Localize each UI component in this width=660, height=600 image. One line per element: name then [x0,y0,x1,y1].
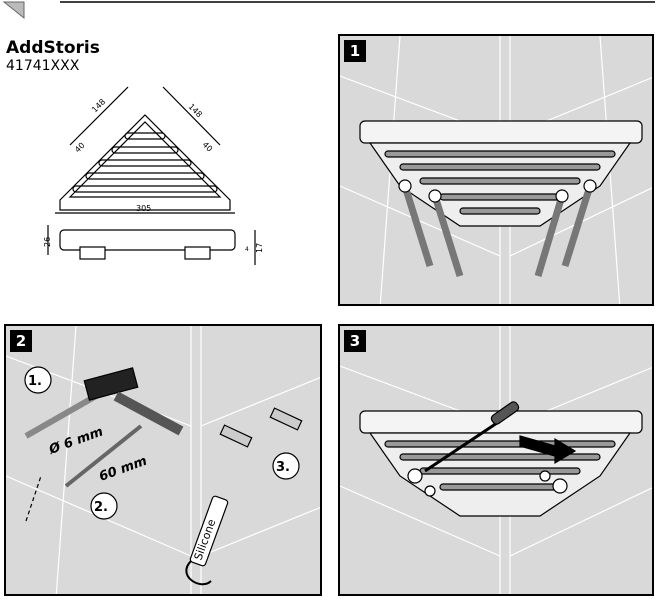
step-number: 2 [10,330,32,352]
step-1-illustration [340,36,652,304]
dim-foot: 17 [255,243,264,253]
technical-drawing: 148 148 40 40 305 26 17 4 [43,86,264,265]
product-name: AddStoris [6,38,100,58]
drill-diameter: Ø 6 mm [46,424,105,458]
dim-depth-a: 40 [73,141,87,155]
step-2-panel: 1. 2. 3. Ø 6 mm 60 mm Silicone 2 [4,324,322,596]
dim-side-a: 148 [90,97,107,114]
substep-2-label: 2. [94,500,108,515]
drill-depth: 60 mm [97,454,149,485]
step-1-panel: 1 [338,34,654,306]
substep-1-label: 1. [28,374,42,389]
header-rule [2,1,655,20]
step-2-illustration: 1. 2. 3. Ø 6 mm 60 mm Silicone [6,326,320,594]
substep-3-label: 3. [276,460,290,475]
dim-side-b: 148 [187,102,204,119]
dim-depth-b: 40 [201,140,215,154]
step-number: 1 [344,40,366,62]
step-3-panel: 3 [338,324,654,596]
step-3-illustration [340,326,652,594]
dim-height: 26 [43,237,52,247]
dim-foot-gap: 4 [245,246,249,253]
step-number: 3 [344,330,366,352]
product-code: 41741XXX [6,58,80,74]
dim-width: 305 [136,204,151,213]
